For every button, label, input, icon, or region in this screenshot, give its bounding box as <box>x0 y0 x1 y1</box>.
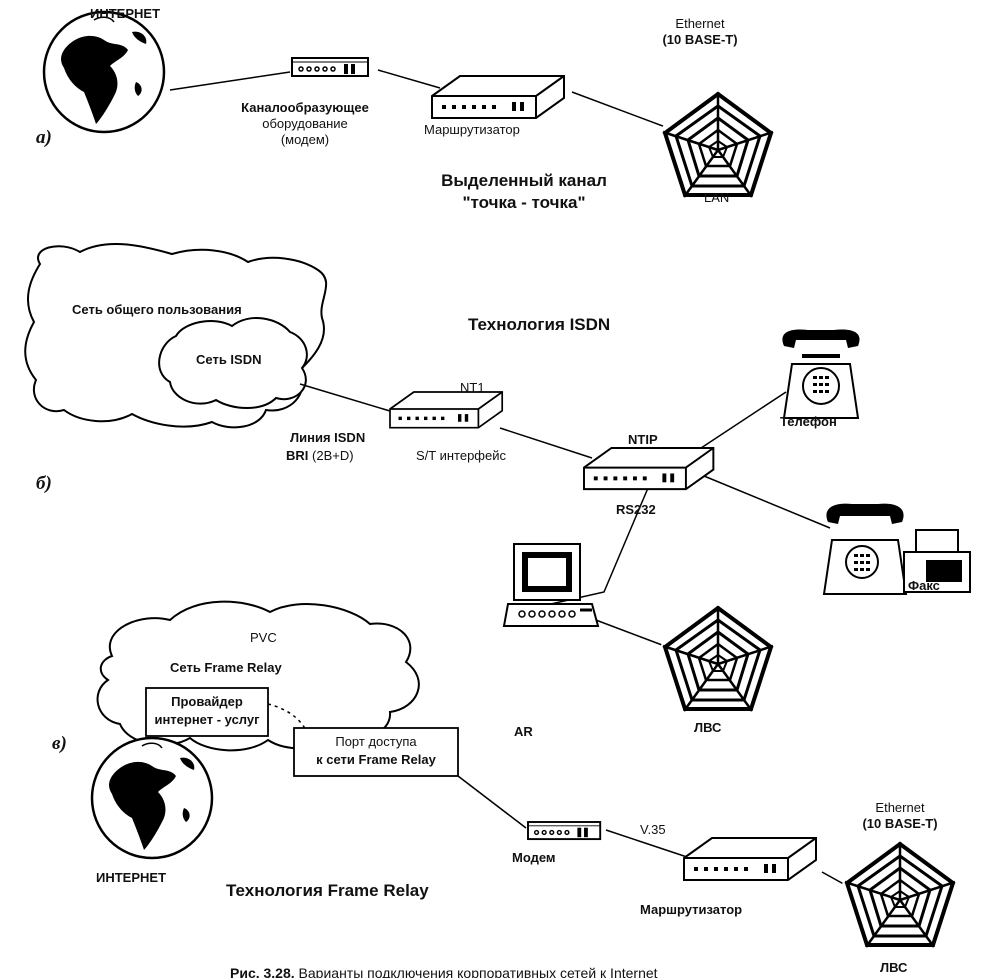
title-v: Технология Frame Relay <box>226 881 429 900</box>
nt1-label: NT1 <box>460 380 485 395</box>
lan-label: LAN <box>704 190 730 205</box>
nt1-device-icon <box>389 391 504 429</box>
provider-box <box>145 687 269 737</box>
access-port-box <box>293 727 459 777</box>
figure-caption-text: Варианты подключения корпоративных сетей… <box>298 965 658 978</box>
figure-caption: Рис. 3.28. Варианты подключения корпорат… <box>230 966 658 978</box>
lvs-network-icon-v <box>838 838 962 962</box>
v35-label: V.35 <box>640 822 666 837</box>
modem-icon <box>291 57 369 77</box>
access-port-label-line1: Порт доступа <box>335 734 417 749</box>
computer-icon <box>502 543 600 627</box>
modem-label-line2: оборудование <box>262 116 348 131</box>
lvs-label-b: ЛВС <box>694 720 722 735</box>
isdn-line-label-line1: Линия ISDN <box>290 430 366 445</box>
router-icon <box>431 75 565 119</box>
public-network-label: Сеть общего пользования <box>72 302 242 317</box>
ethernet-label-v-line2: (10 BASE-T) <box>862 816 938 831</box>
fax-icon <box>822 503 971 595</box>
ethernet-label-a-line1: Ethernet <box>675 16 725 31</box>
modem-label-line3: (модем) <box>280 132 330 147</box>
frame-relay-network-label: Сеть Frame Relay <box>170 660 282 675</box>
section-v-label: в) <box>52 733 67 754</box>
st-interface-label: S/T интерфейс <box>416 448 506 463</box>
router-icon-v <box>683 837 817 881</box>
title-b: Технология ISDN <box>468 315 611 334</box>
modem-icon-v <box>527 821 602 841</box>
isdn-line-label-line2: BRI (2B+D) <box>286 448 354 463</box>
ar-label: AR <box>514 724 533 739</box>
ethernet-label-a-line2: (10 BASE-T) <box>662 32 738 47</box>
figure-number: Рис. 3.28. <box>230 965 295 978</box>
router-label-a: Маршрутизатор <box>424 122 520 137</box>
bri-label: BRI <box>286 448 309 463</box>
internet-globe-icon-v <box>90 736 214 860</box>
modem-label-v: Модем <box>512 850 556 865</box>
bri-channels-label: (2B+D) <box>312 448 354 463</box>
section-v-links <box>267 703 859 893</box>
isdn-network-label: Сеть ISDN <box>196 352 262 367</box>
ntip-device-icon <box>583 447 715 491</box>
phone-label: Телефон <box>780 414 837 429</box>
section-b-label: б) <box>36 473 52 494</box>
section-a-label: а) <box>36 127 52 148</box>
section-a-links <box>169 69 669 129</box>
ntip-label: NTIP <box>628 432 658 447</box>
isdn-network-cloud <box>158 317 308 409</box>
lvs-label-v: ЛВС <box>880 960 908 975</box>
internet-globe-icon <box>42 10 166 134</box>
router-label-v: Маршрутизатор <box>640 902 743 917</box>
fax-label: Факс <box>908 578 940 593</box>
internet-label-a: ИНТЕРНЕТ <box>90 6 161 21</box>
title-a-line2: "точка - точка" <box>462 193 586 212</box>
rs232-label: RS232 <box>616 502 656 517</box>
pvc-label: PVC <box>250 630 277 645</box>
title-a-line1: Выделенный канал <box>441 171 607 190</box>
provider-label-line2: интернет - услуг <box>154 712 260 727</box>
ethernet-label-v-line1: Ethernet <box>875 800 925 815</box>
provider-label-line1: Провайдер <box>171 694 243 709</box>
internet-label-v: ИНТЕРНЕТ <box>96 870 167 885</box>
lvs-network-icon-b <box>656 602 780 726</box>
modem-label-line1: Каналообразующее <box>241 100 369 115</box>
telephone-icon <box>782 329 860 419</box>
access-port-label-line2: к сети Frame Relay <box>316 752 436 767</box>
